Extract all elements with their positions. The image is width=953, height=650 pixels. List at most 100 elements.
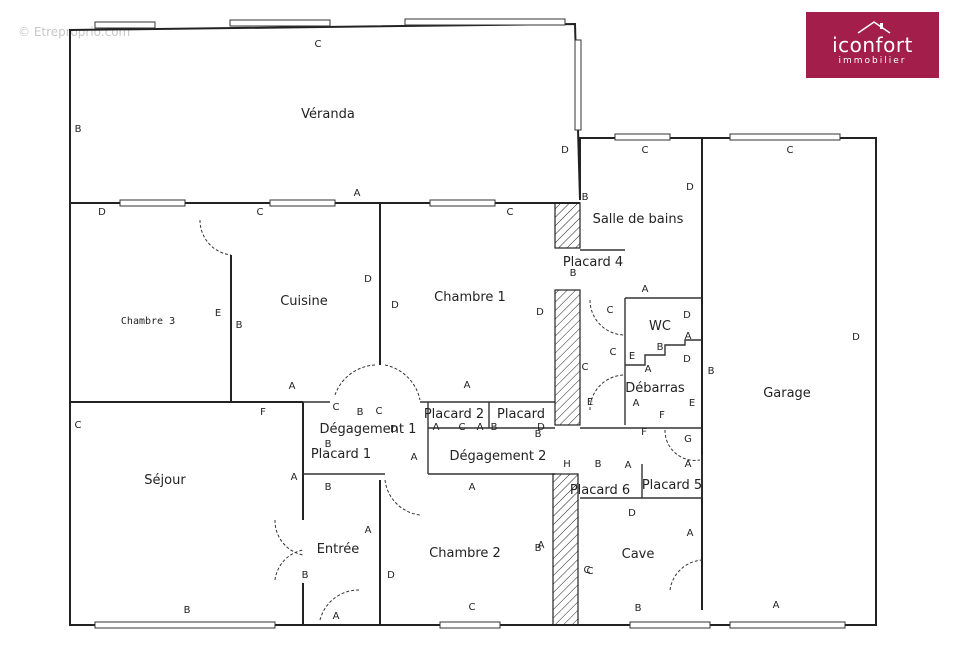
room-salle-de-bains: Salle de bains <box>593 212 684 227</box>
room-garage: Garage <box>763 386 811 401</box>
wall-letter: F <box>641 427 647 438</box>
room-placard-6: Placard 6 <box>570 483 630 498</box>
wall-letter: E <box>629 351 635 362</box>
doors <box>199 219 703 621</box>
wall-letter: A <box>464 380 471 391</box>
wall-letter: A <box>773 600 780 611</box>
wall-letter: B <box>657 342 664 353</box>
room-chambre-1: Chambre 1 <box>434 290 506 305</box>
wall-letter: A <box>625 460 632 471</box>
wall-letter: A <box>289 381 296 392</box>
hatched-wall-middle <box>554 289 581 426</box>
room-degagement-1: Dégagement 1 <box>320 422 417 437</box>
room-cave: Cave <box>622 547 655 562</box>
wall-letter: B <box>708 366 715 377</box>
wall-letter: A <box>411 452 418 463</box>
wall-letter: A <box>365 525 372 536</box>
wall-letter: D <box>686 182 694 193</box>
wall-letter: C <box>642 145 649 156</box>
wall-letter: B <box>595 459 602 470</box>
room-cuisine: Cuisine <box>280 294 328 309</box>
room-placard-4: Placard 4 <box>563 255 623 270</box>
wall-letter: A <box>538 540 545 551</box>
wall-letter: C <box>787 145 794 156</box>
hatched-wall-lower <box>552 473 579 626</box>
wall-letter: H <box>563 459 571 470</box>
wall-letter: A <box>685 331 692 342</box>
wall-letter: A <box>469 482 476 493</box>
wall-letter: C <box>75 420 82 431</box>
room-entree: Entrée <box>317 542 360 557</box>
wall-letter: B <box>535 543 542 554</box>
wall-letter: C <box>610 347 617 358</box>
wall-letter: D <box>387 570 395 581</box>
room-chambre-3: Chambre 3 <box>121 316 175 327</box>
wall-letter: E <box>689 398 695 409</box>
room-veranda: Véranda <box>301 107 355 122</box>
logo-brand-name: iconfort <box>832 33 913 57</box>
wall-letter: D <box>683 354 691 365</box>
wall-letter: A <box>477 422 484 433</box>
wall-letter: F <box>260 407 266 418</box>
wall-letter: D <box>536 307 544 318</box>
wall-letter: B <box>582 192 589 203</box>
wall-letter: B <box>325 439 332 450</box>
interior-walls <box>70 203 703 625</box>
wall-letter: A <box>291 472 298 483</box>
wall-letter: C <box>315 39 322 50</box>
wall-letter: C <box>582 362 589 373</box>
room-chambre-2: Chambre 2 <box>429 546 501 561</box>
wall-letter: A <box>433 422 440 433</box>
wall-letter: B <box>302 570 309 581</box>
wall-letter: C <box>333 402 340 413</box>
wall-letter: B <box>535 429 542 440</box>
wall-letter: D <box>98 207 106 218</box>
wall-letter: B <box>570 268 577 279</box>
wall-letter: C <box>469 602 476 613</box>
wall-letter: D <box>537 422 545 433</box>
windows <box>94 18 846 629</box>
wall-letter: C <box>607 305 614 316</box>
wall-letter: C <box>507 207 514 218</box>
wall-letter: B <box>325 482 332 493</box>
wall-letter: B <box>75 124 82 135</box>
wall-letter: A <box>633 398 640 409</box>
wall-letter: D <box>390 424 398 435</box>
wall-letter: A <box>642 284 649 295</box>
wall-letter: A <box>333 611 340 622</box>
room-placard-2: Placard 2 <box>424 407 484 422</box>
house-roof-icon <box>857 21 891 34</box>
wall-letter: A <box>354 188 361 199</box>
wall-letter: D <box>683 310 691 321</box>
wall-letter: C <box>376 406 383 417</box>
wall-letter: A <box>687 528 694 539</box>
wall-letter: D <box>364 274 372 285</box>
wall-letter: E <box>587 397 593 408</box>
wall-letter: B <box>184 605 191 616</box>
room-placard-5: Placard 5 <box>642 478 702 493</box>
brand-logo[interactable]: iconfort immobilier <box>806 12 939 78</box>
wall-letter: B <box>635 603 642 614</box>
wall-letter: G <box>684 434 692 445</box>
wall-letter: B <box>236 320 243 331</box>
room-debarras: Débarras <box>625 381 685 396</box>
wall-letter: A <box>645 364 652 375</box>
wall-letter: D <box>628 508 636 519</box>
room-sejour: Séjour <box>144 473 186 488</box>
wall-letter: D <box>561 145 569 156</box>
wall-letter: D <box>852 332 860 343</box>
wall-letter: F <box>659 410 665 421</box>
room-wc: WC <box>649 319 671 334</box>
hatched-wall-upper <box>554 202 581 249</box>
wall-letter: D <box>391 300 399 311</box>
wall-letter: A <box>685 459 692 470</box>
wall-letter: C <box>459 422 466 433</box>
wall-letter: E <box>215 308 221 319</box>
wall-letter: B <box>491 422 498 433</box>
room-placard-1: Placard 1 <box>311 447 371 462</box>
logo-subtitle: immobilier <box>838 56 907 66</box>
wall-letter: C <box>587 566 594 577</box>
room-degagement-2: Dégagement 2 <box>450 449 547 464</box>
wall-letter: C <box>257 207 264 218</box>
room-placard: Placard <box>497 407 545 422</box>
